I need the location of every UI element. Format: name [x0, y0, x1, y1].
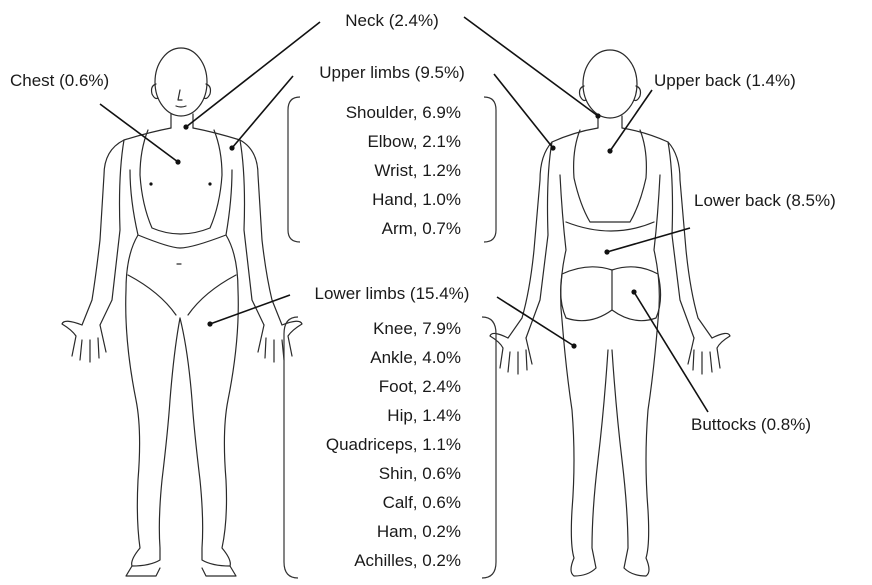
- marker-lower-limbs-back: [571, 343, 576, 348]
- back-waist-line: [566, 222, 654, 231]
- back-left-inner-arm: [526, 142, 552, 338]
- lower-limb-item: Calf, 0.6%: [383, 493, 461, 512]
- leader-upper-back: [610, 90, 652, 151]
- upper-limb-item: Wrist, 1.2%: [374, 161, 461, 180]
- leader-lower-back: [607, 228, 690, 252]
- marker-lower-back: [604, 249, 609, 254]
- chest-label: Chest (0.6%): [10, 71, 109, 90]
- marker-chest: [175, 159, 180, 164]
- front-mouth: [176, 106, 186, 107]
- back-buttocks-outline: [561, 267, 661, 321]
- lower-back-label: Lower back (8.5%): [694, 191, 836, 210]
- front-trunk-outline: [140, 130, 222, 234]
- front-groin-lines: [128, 275, 236, 315]
- upper-limb-item: Arm, 0.7%: [382, 219, 461, 238]
- upper-limb-breakdown: Shoulder, 6.9% Elbow, 2.1% Wrist, 1.2% H…: [346, 103, 461, 238]
- marker-upper-back: [607, 148, 612, 153]
- back-ears: [580, 86, 641, 101]
- front-left-hand: [62, 321, 106, 362]
- leader-neck-back: [464, 17, 598, 116]
- lower-limb-item: Ham, 0.2%: [377, 522, 461, 541]
- neck-label: Neck (2.4%): [345, 11, 439, 30]
- back-tank-top: [574, 130, 647, 222]
- leader-upper-limbs-front: [232, 76, 293, 148]
- lower-limb-breakdown: Knee, 7.9% Ankle, 4.0% Foot, 2.4% Hip, 1…: [326, 319, 461, 570]
- front-right-hand: [258, 321, 302, 362]
- front-body-outline: [82, 128, 282, 566]
- lower-limb-item: Shin, 0.6%: [379, 464, 461, 483]
- lower-limb-item: Knee, 7.9%: [373, 319, 461, 338]
- back-right-inner-arm: [668, 142, 694, 338]
- upper-limb-item: Elbow, 2.1%: [367, 132, 461, 151]
- front-right-inner-arm: [240, 140, 264, 325]
- back-body-figure: [490, 50, 730, 576]
- back-body-outline: [508, 128, 712, 576]
- marker-upper-limbs-back: [550, 145, 555, 150]
- front-head: [155, 48, 207, 116]
- marker-buttocks: [631, 289, 636, 294]
- front-right-nipple: [208, 182, 211, 185]
- marker-neck-back: [595, 113, 600, 118]
- lower-limb-item: Hip, 1.4%: [387, 406, 461, 425]
- lower-limb-item: Achilles, 0.2%: [354, 551, 461, 570]
- leader-lower-limbs-front: [210, 295, 290, 324]
- front-body-figure: [62, 48, 302, 576]
- buttocks-label: Buttocks (0.8%): [691, 415, 811, 434]
- lower-limbs-label: Lower limbs (15.4%): [315, 284, 470, 303]
- upper-back-label: Upper back (1.4%): [654, 71, 796, 90]
- back-right-hand: [688, 333, 730, 374]
- marker-lower-limbs-front: [207, 321, 212, 326]
- upper-limbs-label: Upper limbs (9.5%): [319, 63, 465, 82]
- lower-limb-item: Foot, 2.4%: [379, 377, 461, 396]
- front-left-nipple: [149, 182, 152, 185]
- leader-upper-limbs-back: [494, 74, 553, 148]
- upper-limb-item: Hand, 1.0%: [372, 190, 461, 209]
- lower-limb-item: Ankle, 4.0%: [370, 348, 461, 367]
- leader-chest: [100, 104, 178, 162]
- front-left-inner-arm: [100, 140, 124, 325]
- upper-limb-item: Shoulder, 6.9%: [346, 103, 461, 122]
- front-nose: [178, 90, 182, 100]
- leader-buttocks: [634, 292, 708, 412]
- marker-upper-limbs-front: [229, 145, 234, 150]
- lower-limb-item: Quadriceps, 1.1%: [326, 435, 461, 454]
- front-waist-line: [138, 235, 226, 248]
- marker-neck-front: [183, 124, 188, 129]
- back-head: [583, 50, 637, 118]
- front-feet: [126, 566, 236, 576]
